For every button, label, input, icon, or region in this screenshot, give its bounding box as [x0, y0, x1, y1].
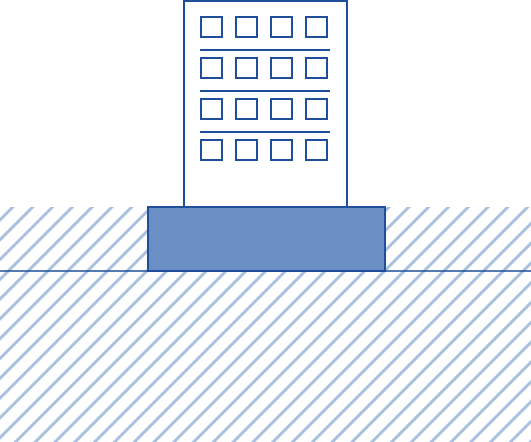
soil-upper-left: [0, 207, 148, 271]
window: [235, 139, 258, 161]
window: [200, 16, 223, 38]
window: [270, 16, 293, 38]
window: [235, 57, 258, 79]
soil-upper-right: [385, 207, 531, 271]
window: [270, 57, 293, 79]
window: [305, 16, 328, 38]
window: [200, 139, 223, 161]
building-windows: [200, 16, 328, 161]
window: [305, 139, 328, 161]
window: [235, 98, 258, 120]
window: [305, 98, 328, 120]
floor-lines: [200, 49, 330, 133]
window: [305, 57, 328, 79]
window: [270, 139, 293, 161]
soil-lower-layer: [0, 271, 531, 442]
foundation-slab: [147, 206, 386, 272]
window: [200, 57, 223, 79]
window: [235, 16, 258, 38]
window: [270, 98, 293, 120]
window: [200, 98, 223, 120]
